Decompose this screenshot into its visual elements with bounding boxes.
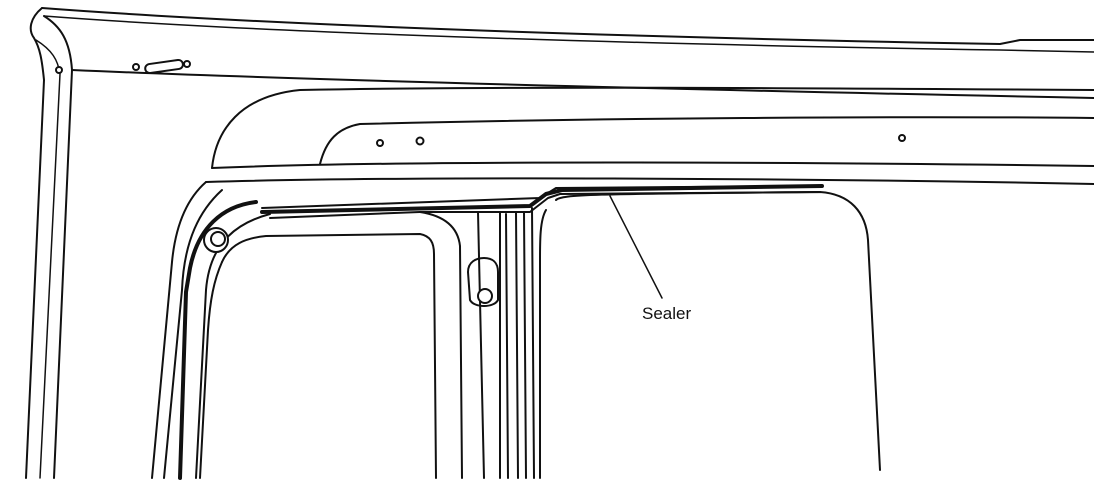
b-pillar-line-6 <box>523 211 527 479</box>
roof-rail <box>319 116 1094 165</box>
pillar-hole-2 <box>132 63 140 71</box>
pillar-slot <box>144 58 184 75</box>
pillar-hole-1 <box>55 66 63 74</box>
pillar-hole-3 <box>183 60 191 68</box>
sealer-leader-line <box>609 195 663 299</box>
b-pillar-line-5 <box>515 211 519 479</box>
b-pillar-bracket <box>467 257 499 307</box>
a-pillar-inner-2 <box>35 39 61 479</box>
rail-hole-1 <box>376 139 384 147</box>
drip-rail-top <box>211 161 1094 169</box>
front-window-opening <box>221 233 437 479</box>
front-window-opening-left <box>199 261 223 479</box>
corner-bolt-inner <box>210 231 226 247</box>
b-pillar-line-7 <box>531 207 535 479</box>
door-frame-left-second <box>163 189 223 479</box>
roof-outer-edge <box>41 7 1094 45</box>
b-pillar-right <box>539 209 547 479</box>
roof-crease <box>71 69 1094 99</box>
a-pillar-outer <box>25 7 45 479</box>
rail-hole-2 <box>415 136 425 146</box>
b-pillar-line-2 <box>477 211 485 479</box>
roof-outer-edge-inner <box>43 15 1094 53</box>
door-frame-left-outer <box>151 181 207 479</box>
drip-rail-bottom <box>205 177 1094 185</box>
a-pillar-inner <box>43 15 73 479</box>
bracket-hole <box>477 288 493 304</box>
rail-hole-3 <box>898 134 906 142</box>
b-pillar-line-4 <box>505 213 509 479</box>
sealer-callout-label: Sealer <box>642 304 692 323</box>
sealer-strip-left <box>178 200 258 480</box>
sealer-strip-top <box>260 184 824 214</box>
door-frame-corner <box>211 86 1094 169</box>
b-pillar-left <box>419 211 463 479</box>
rear-window-opening <box>555 191 881 471</box>
